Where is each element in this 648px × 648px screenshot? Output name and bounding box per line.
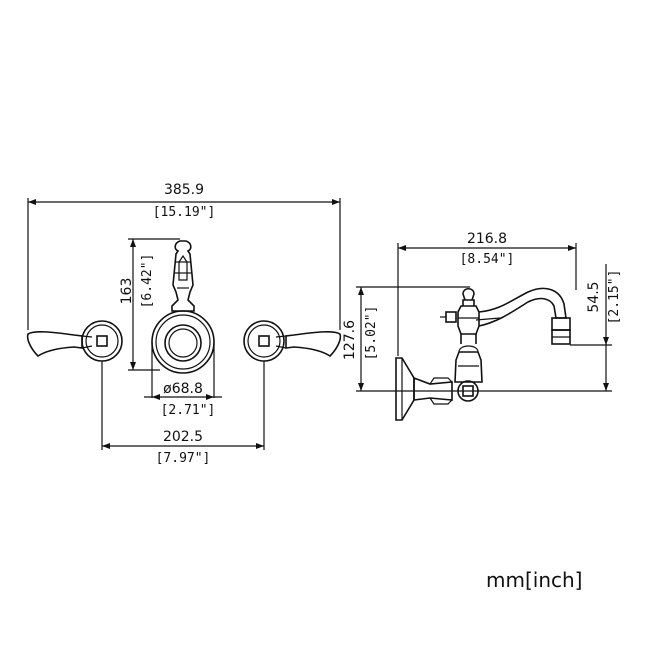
side-height-inch: [5.02"] xyxy=(364,306,379,361)
outlet-height-value: 54.5 xyxy=(586,281,602,312)
overall-width-inch: [15.19"] xyxy=(153,205,216,220)
dimension-side-height: 127.6 [5.02"] xyxy=(342,286,470,392)
spout-height-value: 163 xyxy=(119,278,135,305)
dimension-handle-spread: 202.5 [7.97"] xyxy=(102,429,264,466)
spout-front xyxy=(151,240,215,398)
dimension-spout-reach: 216.8 [8.54"] xyxy=(397,231,577,356)
spout-reach-inch: [8.54"] xyxy=(460,252,515,267)
dimension-outlet-height: 54.5 [2.15"] xyxy=(470,264,622,392)
escutcheon-diameter-inch: [2.71"] xyxy=(161,403,216,418)
overall-width-value: 385.9 xyxy=(164,182,204,198)
units-label: mm[inch] xyxy=(486,568,583,592)
outlet-height-inch: [2.15"] xyxy=(607,270,622,325)
dimension-escutcheon-diameter: ø68.8 [2.71"] xyxy=(144,381,222,418)
handle-spread-value: 202.5 xyxy=(163,429,203,445)
side-height-value: 127.6 xyxy=(342,320,358,360)
spout-reach-value: 216.8 xyxy=(467,231,507,247)
dimension-spout-height: 163 [6.42"] xyxy=(119,238,180,371)
spout-side-view xyxy=(395,287,571,421)
spout-height-inch: [6.42"] xyxy=(140,254,155,309)
dimension-overall-width: 385.9 [15.19"] xyxy=(27,182,341,330)
right-handle-front xyxy=(243,320,342,450)
handle-spread-inch: [7.97"] xyxy=(156,451,211,466)
left-handle-front xyxy=(26,320,123,450)
escutcheon-diameter-value: ø68.8 xyxy=(163,381,203,397)
